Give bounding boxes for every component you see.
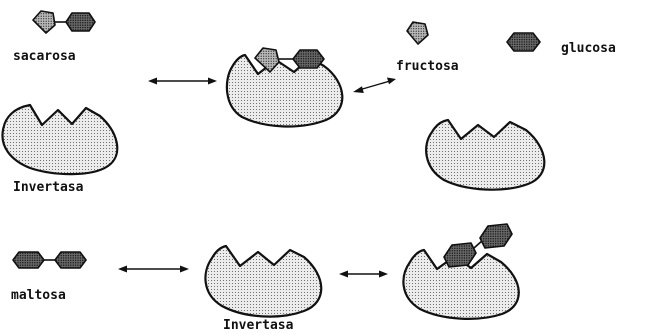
fructose-icon — [407, 22, 428, 44]
label-maltosa: maltosa — [11, 288, 66, 303]
equilibrium-arrow-top-left — [148, 78, 217, 85]
label-fructosa: fructosa — [396, 59, 459, 74]
equilibrium-arrow-bottom-left — [118, 266, 189, 273]
glucose-bound-2-icon — [480, 224, 512, 248]
invertasa-enzyme-complex-top — [227, 55, 342, 126]
maltose-molecule — [13, 252, 86, 268]
fructose-unit-icon — [33, 11, 55, 33]
glucose-icon — [507, 33, 540, 51]
sucrose-molecule — [33, 11, 95, 33]
invertasa-enzyme-top-released — [426, 120, 544, 190]
label-invertasa-bottom: Invertasa — [223, 318, 294, 333]
equilibrium-arrow-top-right — [353, 78, 396, 94]
glucose-bound-icon — [293, 50, 324, 68]
glucose-unit-1-icon — [13, 252, 44, 268]
glucose-unit-icon — [66, 13, 95, 31]
invertasa-enzyme-top-free — [2, 105, 117, 174]
glucose-bound-1-icon — [444, 243, 476, 267]
label-sacarosa: sacarosa — [13, 49, 76, 64]
invertasa-enzyme-bottom-free — [205, 246, 321, 317]
glucose-unit-2-icon — [55, 252, 86, 268]
label-invertasa-top: Invertasa — [13, 180, 84, 195]
label-glucosa: glucosa — [561, 41, 616, 56]
equilibrium-arrow-bottom-right — [339, 271, 388, 278]
